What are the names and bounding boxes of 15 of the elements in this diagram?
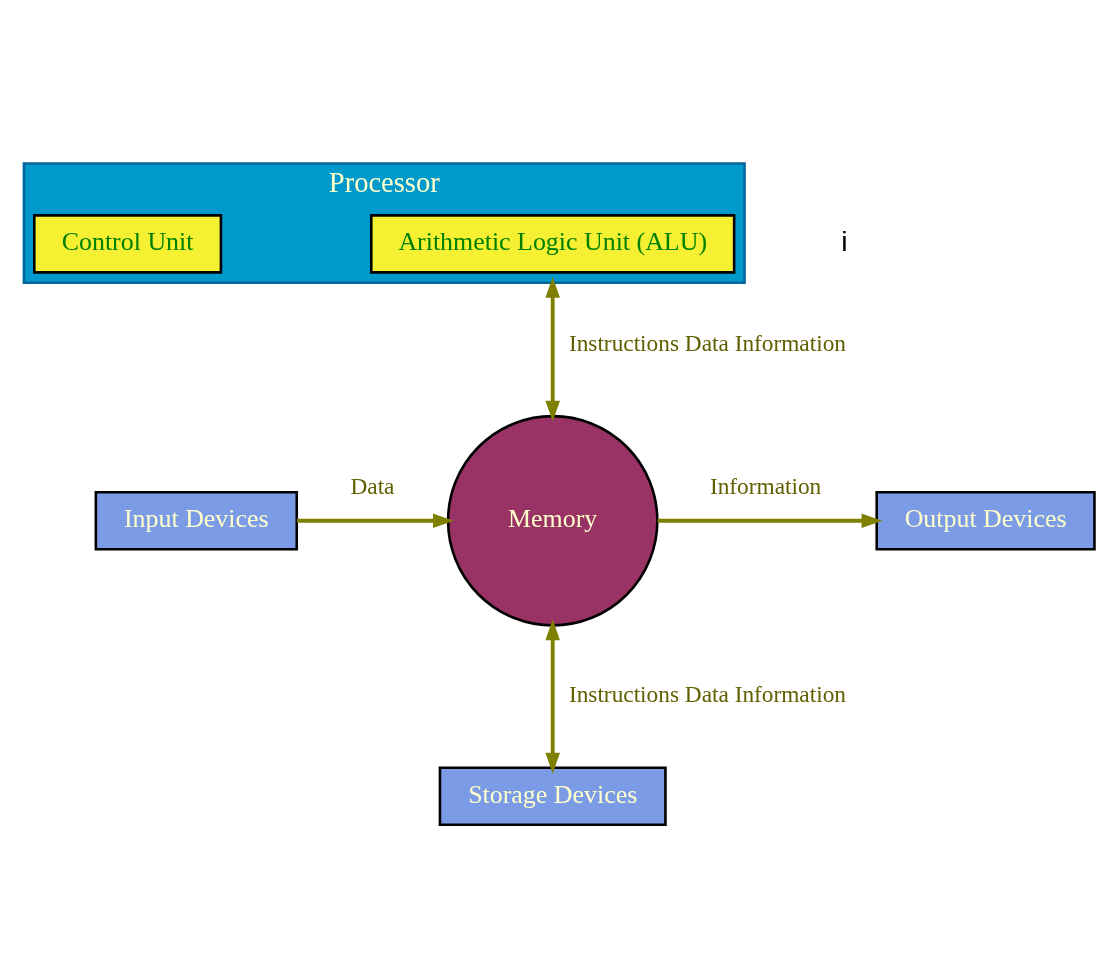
node-box: Arithmetic Logic Unit (ALU) (369, 213, 736, 274)
arrow (657, 512, 883, 528)
edge-label: Information (709, 472, 822, 499)
node-box: Storage Devices (438, 766, 667, 826)
node-circle: Memory (446, 414, 659, 627)
arrow (545, 276, 560, 422)
edge-label: Data (350, 472, 395, 499)
label: i (841, 224, 848, 257)
edge-label: Instructions Data Information (568, 680, 846, 707)
node-box: Output Devices (875, 490, 1096, 551)
edge-label: Instructions Data Information (568, 329, 846, 356)
arrow (297, 512, 454, 528)
node-box: Input Devices (94, 490, 299, 551)
arrow (545, 618, 560, 774)
node-box: Control Unit (33, 213, 223, 274)
